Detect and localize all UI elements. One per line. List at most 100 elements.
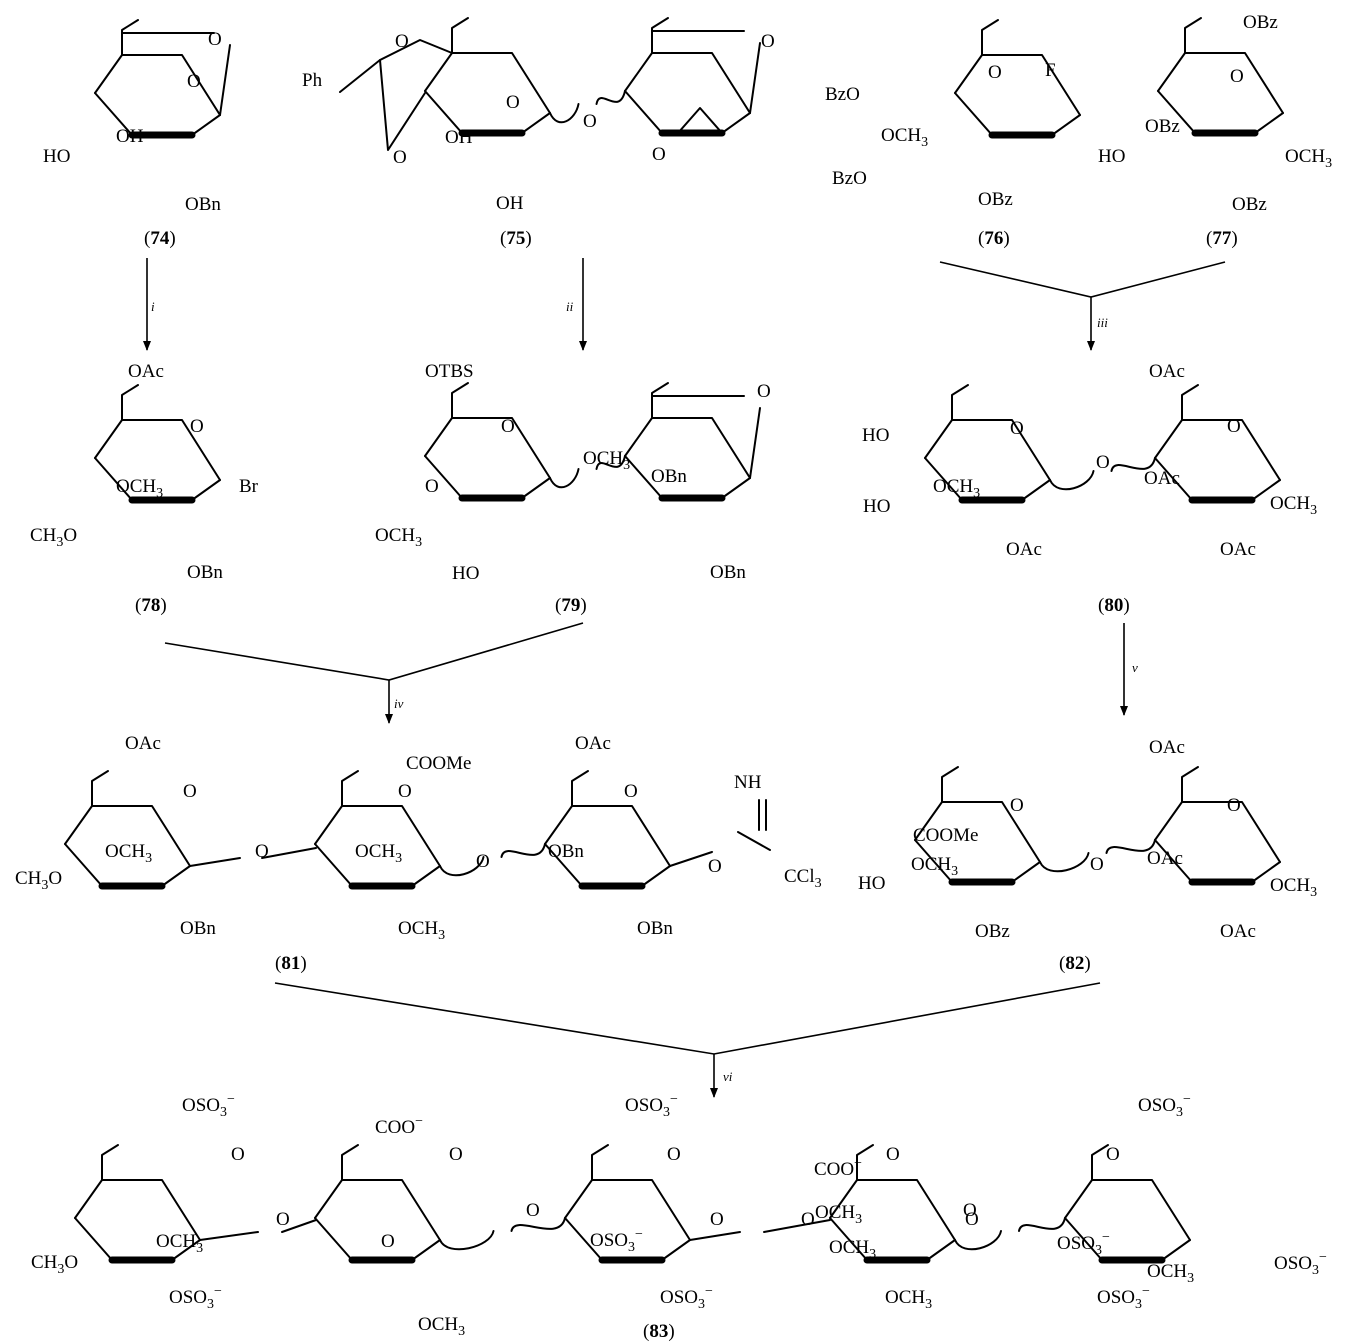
substituent-label: O [801,1209,815,1230]
substituent-label: OAc [575,733,611,754]
pyranose-ring-bond [914,839,953,883]
substituent-label: OSO3− [1274,1250,1327,1278]
substituent-label: OCH3 [881,125,928,150]
pyranose-ring-bond [1251,479,1281,501]
pyranose-ring-bond [191,479,221,501]
pyranose-ring-bond [1154,839,1193,883]
c6-bond [1181,384,1199,421]
pyranose-ring-bond [1011,861,1041,883]
substituent-label: OBz [978,189,1013,210]
substituent-label: O [190,416,204,437]
substituent-label: O [1106,1144,1120,1165]
substituent-label: OBn [548,841,584,862]
pyranose-ring-bond [171,1239,201,1261]
pyranose-ring-bond [544,805,671,867]
substituent-label: O [476,851,490,872]
substituent-label: OH [496,193,524,214]
pyranose-ring-bond [624,90,663,134]
benzylidene-bond [379,59,426,151]
substituent-label: OCH3 [1270,875,1317,900]
anhydro-bridge-bond [651,30,745,54]
c6-bond [941,766,959,803]
pyranose-ring-bond [1154,801,1281,863]
substituent-label: OBn [651,466,687,487]
substituent-label: OTBS [425,361,474,382]
pyranose-ring-bond [544,843,583,887]
compound-number-label: (82) [1059,953,1091,974]
substituent-label: CCl3 [784,866,822,891]
compound-number-label: (74) [144,228,176,249]
substituent-label: HO [43,146,70,167]
substituent-label: OBn [180,918,216,939]
pyranose-ring-bond [924,419,1051,481]
substituent-label: OSO3− [1057,1230,1110,1258]
pyranose-ring-bond [424,90,463,134]
c6-bond [451,17,469,54]
pyranose-ring-bond [521,112,551,134]
substituent-label: OSO3− [169,1284,222,1312]
substituent-label: HO [858,873,885,894]
substituent-label: O [708,856,722,877]
c6-bond [651,382,669,419]
substituent-label: OCH3 [156,1231,203,1256]
substituent-label: CH3O [31,1252,78,1277]
glycosidic-bond [261,847,317,859]
substituent-label: O [231,1144,245,1165]
substituent-label: BzO [832,168,867,189]
substituent-label: OSO3− [660,1284,713,1312]
compound-number-label: (75) [500,228,532,249]
pyranose-ring-bond [721,477,751,499]
substituent-label: HO [1098,146,1125,167]
pyranose-ring-bond [1161,1239,1191,1261]
convergence-line [274,982,1101,1055]
reaction-step-label: iii [1097,315,1108,330]
c6-bond [451,382,469,419]
c6-bond [571,770,589,807]
c6-bond [1091,1144,1109,1181]
glycosidic-bond [1105,839,1156,854]
substituent-label: HO [862,425,889,446]
pyranose-ring-bond [624,417,751,479]
substituent-label: O [208,29,222,50]
substituent-label: OCH3 [355,841,402,866]
substituent-label: OCH3 [375,525,422,550]
pyranose-ring-bond [64,805,191,867]
substituent-label: O [398,781,412,802]
substituent-label: OAc [1144,468,1180,489]
substituent-label: O [761,31,775,52]
substituent-label: OCH3 [911,854,958,879]
pyranose-ring-bond [721,112,751,134]
pyranose-ring-bond [1021,479,1051,501]
substituent-label: CH3O [30,525,77,550]
substituent-label: O [425,476,439,497]
substituent-label: Ph [302,70,323,91]
compound-number-label: (81) [275,953,307,974]
glycosidic-bond [510,1217,566,1232]
pyranose-ring-bond [94,419,221,481]
substituent-label: O [183,781,197,802]
pyranose-ring-bond [74,1179,201,1241]
substituent-label: O [276,1209,290,1230]
pyranose-ring-bond [914,801,1041,863]
pyranose-ring-bond [829,1179,956,1241]
pyranose-ring-bond [1251,861,1281,883]
glycosidic-bond [549,103,580,124]
c6-bond [121,384,139,421]
substituent-label: CH3O [15,868,62,893]
glycosidic-bond [1039,852,1090,873]
substituent-label: O [965,1209,979,1230]
c6-bond [121,19,139,56]
pyranose-ring-bond [954,54,1081,116]
substituent-label: O [1010,795,1024,816]
substituent-label: O [886,1144,900,1165]
reaction-step-label: ii [566,299,574,314]
c6-bond [1181,766,1199,803]
pyranose-ring-bond [564,1179,691,1241]
substituent-label: O [1230,66,1244,87]
substituent-label: OH [445,127,473,148]
convergence-line [164,622,584,681]
c6-bond [591,1144,609,1181]
pyranose-ring-bond [1064,1179,1191,1241]
